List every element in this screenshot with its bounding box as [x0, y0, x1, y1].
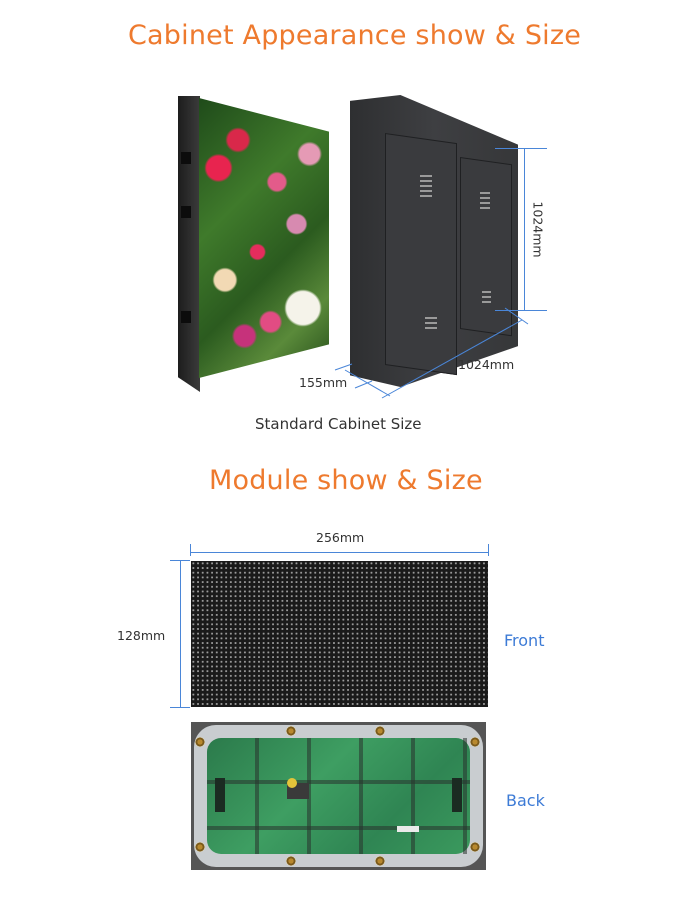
screw [195, 842, 205, 852]
module-back-label: Back [506, 791, 545, 810]
connector-right [452, 778, 462, 812]
vent-grille [420, 175, 432, 197]
height-dimension-top-tick [495, 148, 547, 149]
vent-grille [480, 192, 490, 212]
cabinet-width-label: 1024mm [458, 357, 515, 372]
vent-grille [425, 317, 437, 331]
module-width-label: 256mm [316, 530, 365, 545]
module-front-image [191, 561, 488, 707]
module-width-dimension-line [190, 552, 489, 553]
cabinet-led-screen [199, 98, 329, 378]
height-dimension-line [524, 148, 525, 311]
screw [470, 842, 480, 852]
label-sticker [397, 826, 419, 832]
cabinet-handle-hole [181, 206, 191, 218]
module-height-label: 128mm [117, 628, 166, 643]
module-back-image [191, 722, 486, 870]
screw [375, 726, 385, 736]
cabinet-section-title: Cabinet Appearance show & Size [128, 20, 582, 51]
cabinet-height-label: 1024mm [530, 201, 546, 258]
pcb-grid [207, 738, 470, 854]
cabinet-dimension-lines [334, 307, 529, 399]
module-height-tick-bottom [170, 707, 190, 708]
cabinet-depth-label: 155mm [299, 375, 348, 390]
screw [470, 737, 480, 747]
module-front-label: Front [504, 631, 545, 650]
screw [286, 856, 296, 866]
yellow-component [287, 778, 297, 788]
screw [195, 737, 205, 747]
module-height-dimension-line [180, 560, 181, 708]
cabinet-side-panel [178, 96, 200, 392]
cabinet-caption: Standard Cabinet Size [255, 415, 422, 433]
height-dimension-bottom-tick [495, 310, 547, 311]
module-section-title: Module show & Size [209, 465, 483, 496]
screw [375, 856, 385, 866]
cabinet-handle-hole [181, 311, 191, 323]
connector-left [215, 778, 225, 812]
vent-grille [482, 291, 491, 305]
module-width-tick-left [190, 544, 191, 556]
cabinet-handle-hole [181, 152, 191, 164]
module-height-tick-top [170, 560, 190, 561]
module-pcb-board [207, 738, 470, 854]
module-width-tick-right [488, 544, 489, 556]
cabinet-front-image [178, 96, 334, 392]
screw [286, 726, 296, 736]
